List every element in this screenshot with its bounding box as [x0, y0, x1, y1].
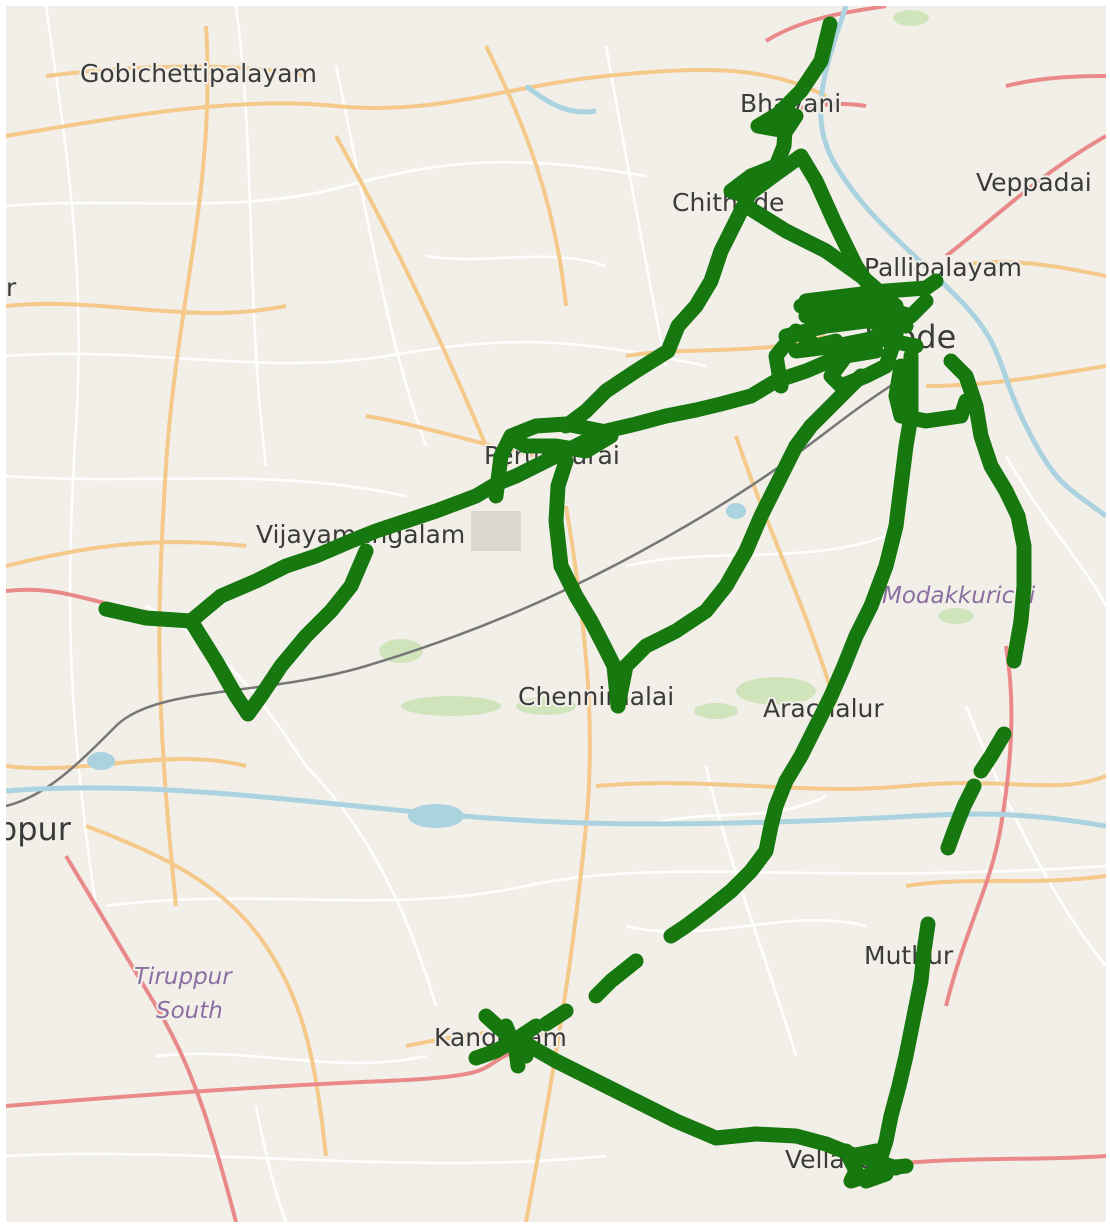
map-view[interactable]: Gobichettipalayam Bhavani Chithode Veppa… [6, 6, 1106, 1222]
route-segment[interactable] [778, 273, 944, 394]
route-segment[interactable] [558, 183, 759, 434]
place-labels: Gobichettipalayam Bhavani Chithode Veppa… [6, 57, 1094, 1176]
label-gobichettipalayam[interactable]: Gobichettipalayam [78, 57, 319, 90]
route-segment[interactable] [940, 778, 982, 856]
secondary-roads [6, 25, 1106, 1222]
label-edge-left: r [6, 273, 17, 302]
industrial-area [471, 511, 521, 551]
route-segment[interactable] [663, 348, 919, 944]
water-bodies [87, 503, 746, 828]
route-segment[interactable] [870, 916, 936, 1174]
route-segment[interactable] [768, 323, 844, 394]
route-segment[interactable] [610, 368, 869, 714]
map-canvas[interactable]: Gobichettipalayam Bhavani Chithode Veppa… [6, 6, 1106, 1222]
minor-roads [6, 6, 1106, 1222]
route-segment[interactable] [973, 726, 1012, 779]
label-pallipalayam[interactable]: Pallipalayam [862, 251, 1024, 284]
route-segment[interactable] [888, 353, 1032, 669]
label-veppadai[interactable]: Veppadai [974, 166, 1094, 199]
route-segment[interactable] [723, 108, 884, 304]
route-segment[interactable] [183, 543, 374, 722]
route-segment[interactable] [588, 953, 644, 1004]
label-tiruppur[interactable]: Tiruppur [6, 808, 74, 850]
route-overlay [98, 16, 1032, 1189]
park-areas [379, 10, 974, 719]
route-segment[interactable] [838, 1143, 914, 1189]
label-tiruppur-south-line2[interactable]: South [154, 996, 225, 1026]
label-modakkurichi[interactable]: Modakkurichi [880, 581, 1038, 611]
label-muthur[interactable]: Muthur [862, 939, 956, 972]
route-segment[interactable] [488, 416, 619, 504]
route-segment[interactable] [548, 453, 626, 714]
route-segment[interactable] [98, 328, 884, 629]
label-tiruppur-south-line1[interactable]: Tiruppur [132, 962, 235, 992]
label-chennimalai[interactable]: Chennimalai [516, 680, 676, 713]
route-segment[interactable] [538, 1003, 574, 1032]
